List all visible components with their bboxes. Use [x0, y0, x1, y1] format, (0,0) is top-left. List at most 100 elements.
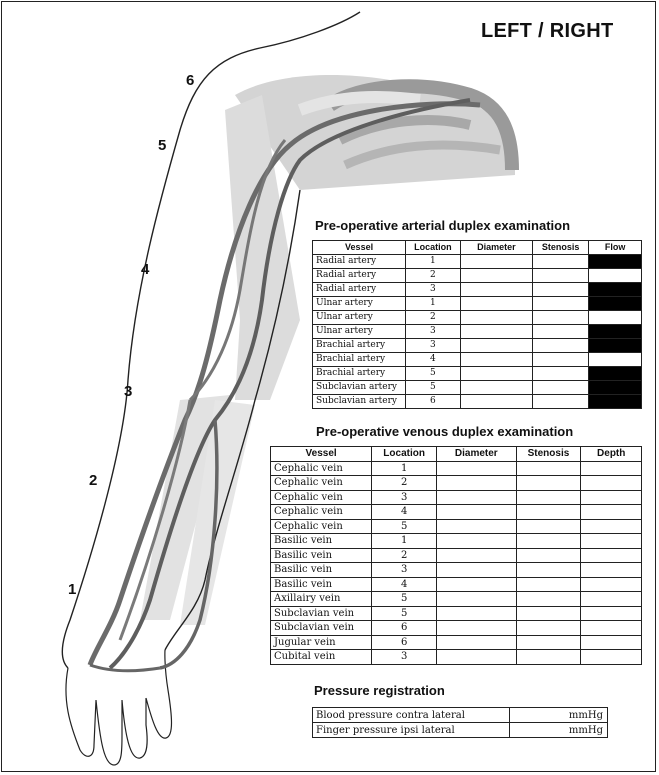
column-header: Depth	[581, 447, 642, 462]
diameter-cell[interactable]	[460, 269, 532, 283]
vessel-cell: Axillairy vein	[271, 592, 372, 607]
flow-cell[interactable]	[589, 353, 642, 367]
flow-cell[interactable]	[589, 255, 642, 269]
pressure-value-cell[interactable]: mmHg	[510, 708, 608, 723]
diameter-cell[interactable]	[437, 650, 516, 665]
stenosis-cell[interactable]	[533, 353, 589, 367]
stenosis-cell[interactable]	[516, 490, 581, 505]
flow-cell[interactable]	[589, 283, 642, 297]
flow-cell[interactable]	[589, 339, 642, 353]
table-row: Basilic vein2	[271, 548, 642, 563]
flow-cell[interactable]	[589, 381, 642, 395]
flow-cell[interactable]	[589, 367, 642, 381]
vessel-cell: Basilic vein	[271, 577, 372, 592]
table-row: Cephalic vein5	[271, 519, 642, 534]
depth-cell[interactable]	[581, 519, 642, 534]
stenosis-cell[interactable]	[516, 548, 581, 563]
location-cell: 5	[372, 606, 437, 621]
stenosis-cell[interactable]	[533, 381, 589, 395]
depth-cell[interactable]	[581, 505, 642, 520]
vessel-cell: Cubital vein	[271, 650, 372, 665]
stenosis-cell[interactable]	[516, 577, 581, 592]
vessel-cell: Basilic vein	[271, 563, 372, 578]
diameter-cell[interactable]	[437, 621, 516, 636]
diameter-cell[interactable]	[460, 339, 532, 353]
stenosis-cell[interactable]	[533, 367, 589, 381]
diameter-cell[interactable]	[460, 255, 532, 269]
diameter-cell[interactable]	[437, 577, 516, 592]
depth-cell[interactable]	[581, 534, 642, 549]
depth-cell[interactable]	[581, 635, 642, 650]
stenosis-cell[interactable]	[516, 476, 581, 491]
location-cell: 3	[372, 490, 437, 505]
stenosis-cell[interactable]	[516, 650, 581, 665]
flow-cell[interactable]	[589, 269, 642, 283]
table-header-row: Vessel Location Diameter Stenosis Depth	[271, 447, 642, 462]
stenosis-cell[interactable]	[516, 461, 581, 476]
depth-cell[interactable]	[581, 592, 642, 607]
stenosis-cell[interactable]	[533, 283, 589, 297]
table-row: Subclavian artery6	[313, 395, 642, 409]
location-cell: 2	[406, 311, 461, 325]
diameter-cell[interactable]	[460, 325, 532, 339]
diameter-cell[interactable]	[460, 283, 532, 297]
depth-cell[interactable]	[581, 563, 642, 578]
diameter-cell[interactable]	[460, 353, 532, 367]
diameter-cell[interactable]	[460, 395, 532, 409]
location-cell: 1	[372, 534, 437, 549]
depth-cell[interactable]	[581, 577, 642, 592]
flow-cell[interactable]	[589, 325, 642, 339]
stenosis-cell[interactable]	[516, 505, 581, 520]
depth-cell[interactable]	[581, 461, 642, 476]
diameter-cell[interactable]	[437, 519, 516, 534]
stenosis-cell[interactable]	[533, 395, 589, 409]
location-cell: 6	[372, 635, 437, 650]
diameter-cell[interactable]	[437, 534, 516, 549]
pressure-label-cell: Finger pressure ipsi lateral	[313, 723, 510, 738]
location-cell: 2	[406, 269, 461, 283]
stenosis-cell[interactable]	[533, 297, 589, 311]
table-row: Ulnar artery3	[313, 325, 642, 339]
depth-cell[interactable]	[581, 476, 642, 491]
flow-cell[interactable]	[589, 395, 642, 409]
depth-cell[interactable]	[581, 621, 642, 636]
depth-cell[interactable]	[581, 490, 642, 505]
diameter-cell[interactable]	[437, 635, 516, 650]
stenosis-cell[interactable]	[533, 339, 589, 353]
diameter-cell[interactable]	[437, 592, 516, 607]
diameter-cell[interactable]	[437, 505, 516, 520]
stenosis-cell[interactable]	[516, 635, 581, 650]
pressure-value-cell[interactable]: mmHg	[510, 723, 608, 738]
diameter-cell[interactable]	[460, 367, 532, 381]
diameter-cell[interactable]	[437, 476, 516, 491]
vessel-cell: Subclavian vein	[271, 621, 372, 636]
stenosis-cell[interactable]	[533, 255, 589, 269]
flow-cell[interactable]	[589, 297, 642, 311]
stenosis-cell[interactable]	[516, 592, 581, 607]
vessel-cell: Ulnar artery	[313, 311, 406, 325]
stenosis-cell[interactable]	[516, 606, 581, 621]
stenosis-cell[interactable]	[533, 311, 589, 325]
diameter-cell[interactable]	[437, 548, 516, 563]
stenosis-cell[interactable]	[516, 563, 581, 578]
stenosis-cell[interactable]	[533, 269, 589, 283]
depth-cell[interactable]	[581, 650, 642, 665]
flow-cell[interactable]	[589, 311, 642, 325]
depth-cell[interactable]	[581, 548, 642, 563]
stenosis-cell[interactable]	[533, 325, 589, 339]
diameter-cell[interactable]	[460, 381, 532, 395]
stenosis-cell[interactable]	[516, 621, 581, 636]
diameter-cell[interactable]	[460, 311, 532, 325]
diameter-cell[interactable]	[437, 490, 516, 505]
diameter-cell[interactable]	[437, 606, 516, 621]
diameter-cell[interactable]	[460, 297, 532, 311]
diameter-cell[interactable]	[437, 461, 516, 476]
table-row: Radial artery3	[313, 283, 642, 297]
vessel-cell: Brachial artery	[313, 367, 406, 381]
stenosis-cell[interactable]	[516, 534, 581, 549]
depth-cell[interactable]	[581, 606, 642, 621]
vessel-cell: Ulnar artery	[313, 325, 406, 339]
stenosis-cell[interactable]	[516, 519, 581, 534]
diameter-cell[interactable]	[437, 563, 516, 578]
